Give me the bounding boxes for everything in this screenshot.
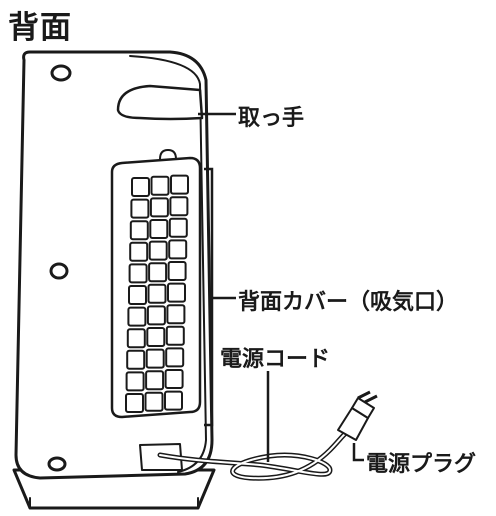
grille-cell — [165, 325, 185, 346]
power-cord — [157, 425, 355, 481]
grille-cell — [170, 174, 189, 195]
grille-cell — [144, 391, 164, 412]
grille-cell — [150, 175, 170, 196]
grille-cell — [166, 304, 186, 325]
grille-cell — [165, 347, 185, 368]
grille-cell — [130, 198, 150, 219]
label-back-cover: 背面カバー（吸気口） — [238, 290, 459, 315]
grille-cell — [126, 328, 146, 349]
grille-cell — [164, 369, 184, 389]
grille-cell — [145, 348, 165, 369]
grille-cell — [167, 282, 186, 303]
grille-cell — [129, 241, 149, 262]
grille-cell — [126, 349, 146, 370]
grille-cell — [168, 217, 188, 238]
screw-hole — [49, 262, 69, 280]
label-power-plug: 電源プラグ — [366, 452, 477, 477]
label-power-cord: 電源コード — [220, 347, 331, 372]
grille-cell — [129, 220, 149, 241]
grille-cell — [131, 177, 150, 197]
power-plug — [337, 390, 378, 441]
grille-cell — [167, 261, 187, 281]
screw-hole — [50, 64, 72, 82]
label-handle: 取っ手 — [238, 106, 305, 131]
grille-cell — [149, 219, 169, 239]
grille-cell — [169, 196, 189, 217]
grille-cell — [125, 393, 144, 413]
grille-cell — [146, 305, 166, 326]
grille-cell — [145, 370, 165, 391]
intake-grille — [125, 174, 189, 413]
handle-recess — [116, 84, 204, 121]
grille-cell — [128, 263, 148, 284]
grille-cell — [168, 239, 188, 260]
grille-cell — [147, 283, 167, 304]
grille-cell — [149, 197, 169, 218]
grille-cell — [148, 240, 168, 261]
grille-cell — [125, 371, 145, 392]
page-title: 背面 — [8, 10, 72, 46]
plug-leader — [352, 443, 364, 462]
grille-cell — [146, 327, 166, 347]
grille-cell — [148, 262, 168, 283]
grille-cell — [128, 285, 147, 305]
screw-hole — [47, 456, 67, 472]
grille-cell — [127, 306, 147, 327]
grille-cell — [164, 390, 183, 411]
